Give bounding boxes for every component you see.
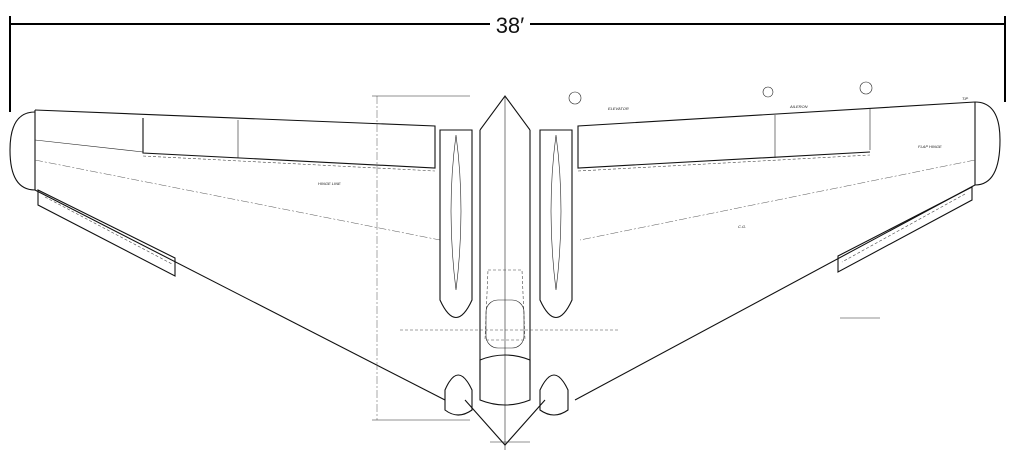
- right-flap-callout: FLAP HINGE: [918, 144, 942, 149]
- detail-marker-3: [859, 81, 873, 95]
- left-wing-leading-edge: [34, 109, 436, 169]
- left-hinge-line: [142, 155, 436, 172]
- right-flap: [837, 186, 973, 273]
- tip-callout: TIP: [962, 96, 969, 101]
- right-wing: ELEVATOR AILERON FLAP HINGE C.G. TIP: [568, 81, 1001, 401]
- right-nacelle: [539, 129, 573, 416]
- right-elevator-callout: ELEVATOR: [608, 106, 629, 111]
- right-exhaust: [539, 374, 569, 416]
- left-nacelle: [439, 129, 473, 416]
- span-dimension-label: 38′: [496, 13, 525, 38]
- right-spar-line: [579, 159, 976, 241]
- span-dimension: 38′: [9, 13, 1006, 112]
- left-nacelle-outline: [439, 129, 473, 319]
- engine-bay: [479, 354, 531, 406]
- right-wingtip-fairing: [974, 101, 1001, 186]
- detail-marker-2: [762, 86, 774, 98]
- right-wing-trailing-edge: [574, 184, 976, 401]
- left-spar-line: [34, 159, 441, 241]
- reference-lines: [372, 95, 880, 443]
- cg-callout: C.G.: [738, 224, 746, 229]
- left-hinge-callout: HINGE LINE: [318, 181, 341, 186]
- right-wing-leading-edge: [577, 101, 976, 169]
- left-wing-trailing-edge: [34, 189, 446, 401]
- right-nacelle-outline: [539, 129, 573, 319]
- right-hinge-line: [577, 154, 871, 172]
- tail-cone: [464, 399, 546, 446]
- left-flap: [37, 189, 176, 277]
- canopy: [485, 299, 525, 349]
- left-wingtip-fairing: [9, 111, 36, 191]
- right-intake-duct: [550, 134, 562, 291]
- left-wing: HINGE LINE: [9, 109, 446, 401]
- detail-marker-1: [568, 91, 582, 105]
- left-intake-duct: [450, 134, 462, 291]
- right-flap-hinge: [841, 193, 966, 263]
- center-fuselage: [464, 95, 546, 450]
- left-exhaust: [444, 374, 473, 416]
- left-outboard-hinge: [34, 139, 144, 153]
- left-flap-hinge: [44, 196, 173, 265]
- right-aileron-callout: AILERON: [789, 104, 808, 109]
